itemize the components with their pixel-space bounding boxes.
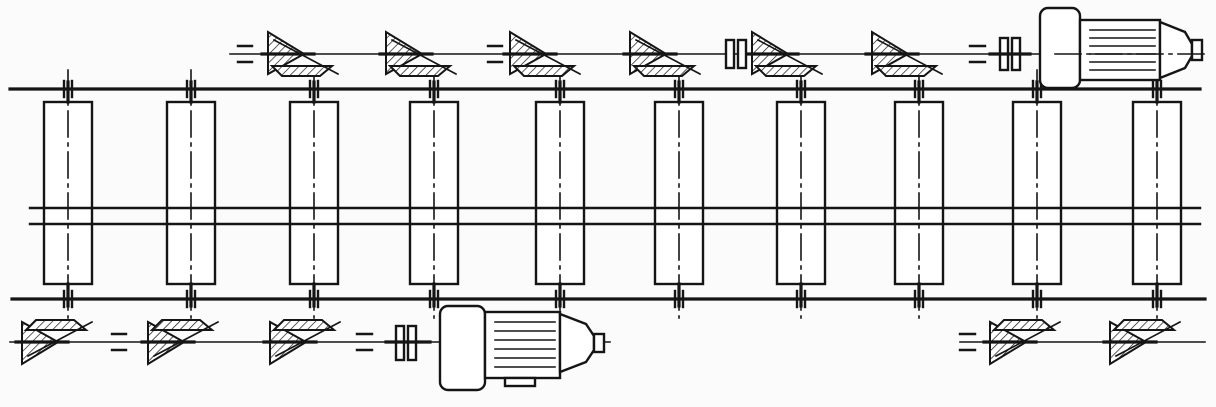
top-motor-coupling: [968, 36, 1032, 72]
bottom-couplings: [62, 289, 1163, 309]
conveyor-axis: [28, 206, 1202, 226]
roller-2: [165, 69, 217, 319]
top-coupling-6: [673, 79, 685, 99]
top-coupling-4: [428, 79, 440, 99]
roller-5: [534, 69, 586, 319]
bottom-motor-coupling: [355, 324, 432, 362]
bottom-coupling-5: [554, 289, 566, 309]
bottom-gearbox-4: [982, 319, 1062, 366]
bottom-coupling-1: [62, 289, 74, 309]
roller-6: [653, 69, 705, 319]
top-line-shaft: [8, 53, 1202, 91]
roller-4: [408, 69, 460, 319]
bottom-electric-motor: [438, 304, 606, 392]
top-coupling-10: [1151, 79, 1163, 99]
top-gearbox-6: [864, 30, 944, 77]
roller-3: [288, 69, 340, 319]
bottom-gearbox-5: [1102, 319, 1182, 366]
top-gearbox-2: [378, 30, 458, 77]
bottom-coupling-6: [673, 289, 685, 309]
bottom-coupling-3: [308, 289, 320, 309]
bottom-coupling-2: [185, 289, 197, 309]
top-electric-motor: [1038, 6, 1211, 90]
bottom-coupling-10: [1151, 289, 1163, 309]
bottom-bevel-gearboxes: [14, 319, 1182, 366]
roller-10: [1131, 69, 1183, 319]
rollers: [42, 69, 1183, 319]
top-gearbox-5: [744, 30, 824, 77]
top-gearbox-3: [502, 30, 582, 77]
bottom-coupling-7: [795, 289, 807, 309]
top-gearbox-1: [260, 30, 340, 77]
clutch-symbols: [110, 38, 977, 352]
roller-8: [893, 69, 945, 319]
bottom-coupling-8: [913, 289, 925, 309]
bottom-coupling-9: [1031, 289, 1043, 309]
top-coupling-1: [62, 79, 74, 99]
top-coupling-3: [308, 79, 320, 99]
top-coupling-5: [554, 79, 566, 99]
top-coupling-2: [185, 79, 197, 99]
roller-7: [775, 69, 827, 319]
bottom-gearbox-1: [14, 319, 94, 366]
top-gearbox-4: [622, 30, 702, 77]
top-couplings: [62, 79, 1163, 99]
roller-9: [1011, 69, 1063, 319]
top-bevel-gearboxes: [260, 30, 944, 77]
bottom-coupling-4: [428, 289, 440, 309]
top-coupling-7: [795, 79, 807, 99]
bottom-gearbox-3: [262, 319, 342, 366]
top-coupling-8: [913, 79, 925, 99]
bottom-gearbox-2: [140, 319, 220, 366]
roller-1: [42, 69, 94, 319]
